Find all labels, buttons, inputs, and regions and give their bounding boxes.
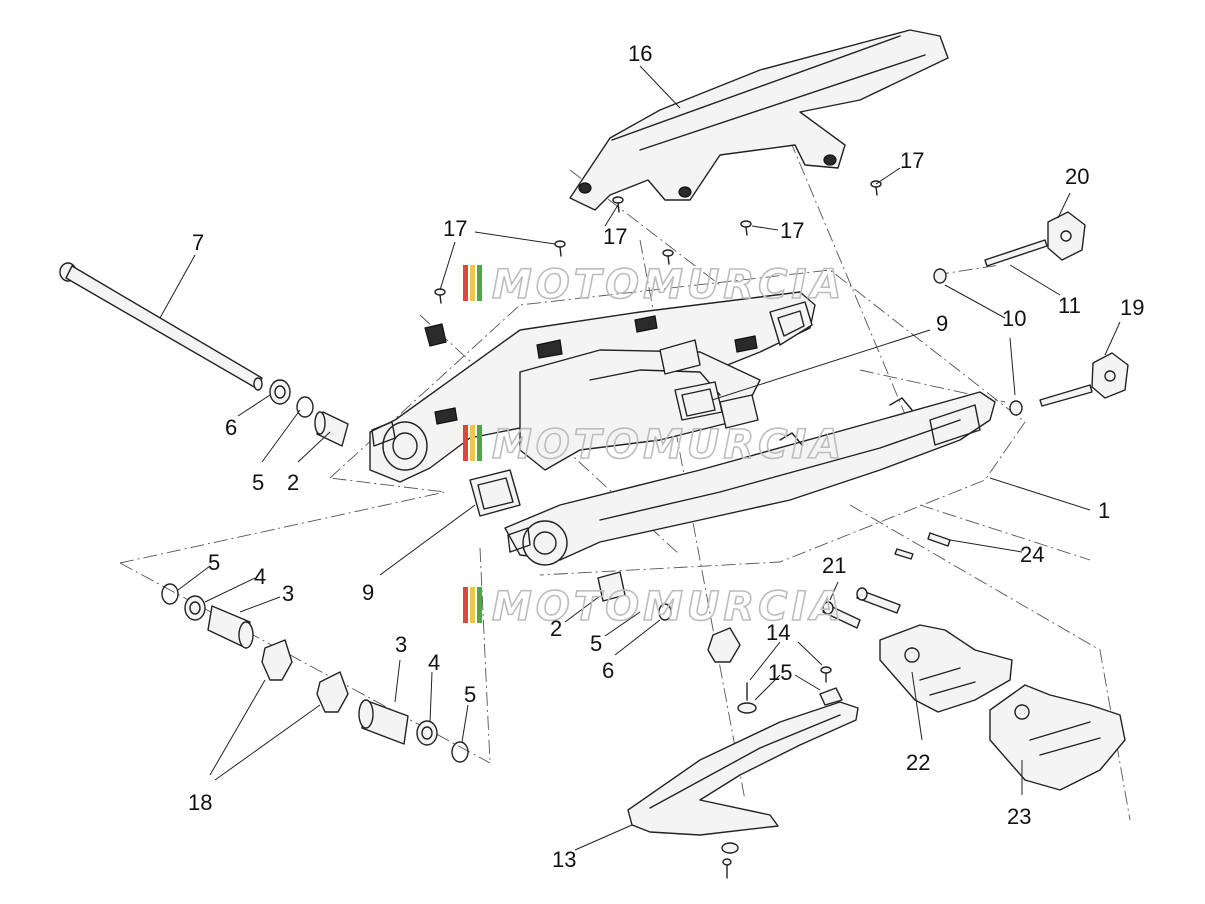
chain-slider (627, 666, 859, 879)
callout-24: 24 (1020, 542, 1044, 567)
watermark-text: MOTOMURCIA (492, 262, 845, 308)
callout-7: 7 (192, 230, 204, 255)
watermark-1: MOTOMURCIA (463, 261, 845, 309)
callout-18: 18 (188, 790, 212, 815)
callout-10: 10 (1002, 306, 1026, 331)
callout-3: 3 (395, 632, 407, 657)
callout-3: 3 (282, 581, 294, 606)
callout-4: 4 (428, 650, 440, 675)
callout-20: 20 (1065, 164, 1089, 189)
callout-17: 17 (780, 218, 804, 243)
callout-17: 17 (443, 216, 467, 241)
callout-17: 17 (900, 148, 924, 173)
watermark-3: MOTOMURCIA (463, 583, 845, 631)
watermark: MOTOMURCIA MOTOMURCIA MOTOMURCIA (463, 261, 845, 631)
callout-4: 4 (254, 564, 266, 589)
callout-5: 5 (252, 470, 264, 495)
callout-9: 9 (936, 311, 948, 336)
callout-2: 2 (287, 470, 299, 495)
callout-16: 16 (628, 41, 652, 66)
chain-guard (569, 29, 949, 211)
callout-13: 13 (552, 847, 576, 872)
leader-lines (159, 65, 1121, 851)
callout-6: 6 (225, 415, 237, 440)
callout-19: 19 (1120, 295, 1144, 320)
watermark-text: MOTOMURCIA (492, 584, 845, 630)
callout-2: 2 (550, 616, 562, 641)
chain-adjusters (933, 211, 1129, 416)
chain-guide-22 (879, 624, 1013, 713)
lower-pivot-hardware (161, 571, 741, 763)
bolts (822, 532, 951, 629)
watermark-2: MOTOMURCIA (463, 421, 845, 469)
callout-5: 5 (208, 550, 220, 575)
callout-labels: 16 17 17 17 17 20 19 11 10 9 9 7 6 5 2 1… (188, 41, 1144, 872)
callout-14: 14 (766, 620, 790, 645)
swingarm-axle (59, 262, 263, 391)
watermark-text: MOTOMURCIA (492, 422, 845, 468)
left-bearing-stack (269, 379, 349, 447)
callout-23: 23 (1007, 804, 1031, 829)
callout-17: 17 (603, 224, 627, 249)
callout-1: 1 (1098, 498, 1110, 523)
callout-6: 6 (602, 658, 614, 683)
callout-9: 9 (362, 580, 374, 605)
callout-11: 11 (1058, 293, 1081, 318)
callout-22: 22 (906, 750, 930, 775)
callout-21: 21 (822, 553, 846, 578)
callout-5: 5 (464, 682, 476, 707)
callout-5: 5 (590, 631, 602, 656)
chain-guide-23 (989, 684, 1126, 791)
callout-15: 15 (768, 660, 792, 685)
